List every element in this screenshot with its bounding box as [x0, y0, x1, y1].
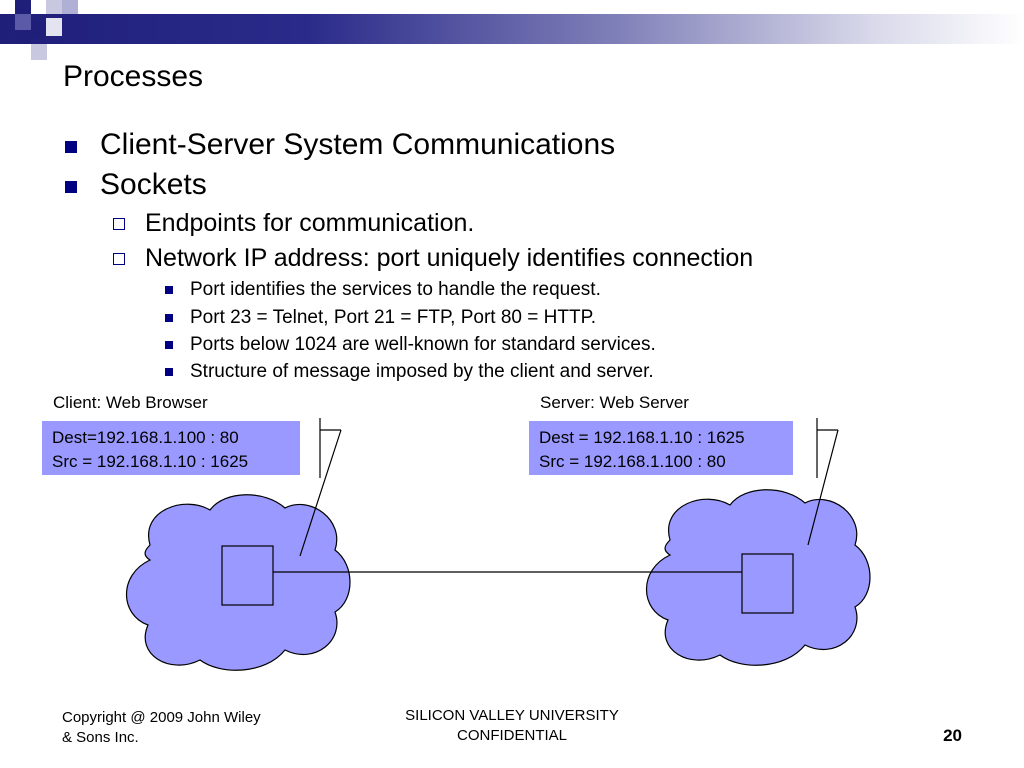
page-number: 20 — [943, 726, 962, 745]
decor-square — [31, 22, 47, 38]
decor-square — [15, 0, 31, 14]
decor-square — [46, 18, 62, 36]
server-port-marker — [807, 418, 839, 546]
server-socket — [741, 553, 794, 614]
decor-square — [15, 14, 31, 30]
decor-square — [46, 0, 62, 14]
slide-title: Processes — [63, 60, 204, 93]
header-gradient-band — [0, 14, 1024, 44]
server-label: Server: Web Server — [540, 393, 689, 412]
bullet-level3: Structure of message imposed by the clie… — [165, 361, 654, 382]
client-packet-box: Dest=192.168.1.100 : 80 Src = 192.168.1.… — [42, 421, 300, 475]
server-packet-box: Dest = 192.168.1.10 : 1625 Src = 192.168… — [529, 421, 793, 475]
bullet-level3: Ports below 1024 are well-known for stan… — [165, 334, 656, 355]
decor-square — [62, 0, 78, 14]
bullet-level2: Network IP address: port uniquely identi… — [112, 244, 754, 272]
decor-square — [15, 30, 31, 44]
bullet-level2: Endpoints for communication. — [112, 209, 475, 237]
footer-confidential: SILICON VALLEY UNIVERSITY CONFIDENTIAL — [405, 707, 619, 744]
client-packet-dest: Dest=192.168.1.100 : 80 — [52, 428, 239, 447]
client-socket — [221, 545, 274, 606]
bullet-level1: Sockets — [65, 168, 207, 201]
client-packet-src: Src = 192.168.1.10 : 1625 — [52, 452, 249, 471]
client-label: Client: Web Browser — [53, 393, 208, 412]
decor-square — [31, 44, 47, 60]
bullet-level3: Port identifies the services to handle t… — [165, 279, 601, 300]
bullet-level1: Client-Server System Communications — [64, 128, 616, 161]
client-port-marker — [299, 418, 342, 557]
server-packet-src: Src = 192.168.1.100 : 80 — [539, 452, 726, 471]
footer-copyright: Copyright @ 2009 John Wiley & Sons Inc. — [62, 709, 261, 746]
server-packet-dest: Dest = 192.168.1.10 : 1625 — [539, 428, 745, 447]
bullet-level3: Port 23 = Telnet, Port 21 = FTP, Port 80… — [164, 307, 597, 328]
